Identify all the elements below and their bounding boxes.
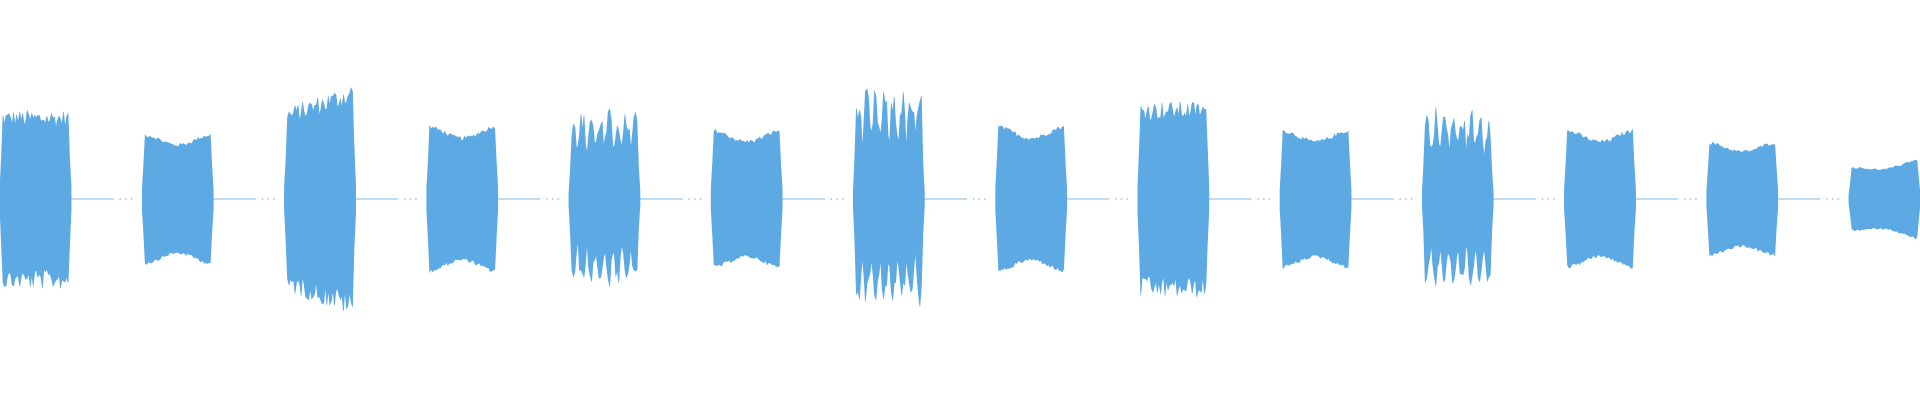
silence-dot bbox=[841, 198, 844, 200]
silence-dot bbox=[1553, 198, 1555, 200]
silence-dot bbox=[1541, 198, 1544, 200]
waveform-segment-14 bbox=[1848, 159, 1920, 240]
silence-dot bbox=[273, 198, 275, 200]
waveform-segment-7 bbox=[853, 88, 925, 307]
silence-dot bbox=[836, 198, 838, 200]
silence-dot bbox=[694, 198, 696, 200]
silence-dot bbox=[557, 198, 560, 200]
silence-dot bbox=[119, 198, 121, 200]
silence-dot bbox=[1126, 198, 1128, 200]
silence-dot bbox=[1120, 198, 1123, 200]
waveform-segment-8 bbox=[995, 125, 1067, 273]
waveform-segment-10 bbox=[1279, 130, 1352, 270]
silence-dot bbox=[409, 198, 412, 200]
silence-dot bbox=[972, 198, 975, 200]
silence-dot bbox=[125, 198, 127, 200]
silence-dot bbox=[699, 198, 702, 200]
silence-dot bbox=[1405, 198, 1407, 200]
silence-dot bbox=[1683, 198, 1686, 200]
silence-dot bbox=[1826, 198, 1828, 200]
silence-dot bbox=[551, 198, 554, 200]
silence-dot bbox=[403, 198, 406, 200]
silence-dot bbox=[688, 198, 690, 200]
silence-dot bbox=[1837, 198, 1840, 200]
silence-dot bbox=[1257, 198, 1259, 200]
waveform-segment-12 bbox=[1564, 128, 1636, 269]
silence-dot bbox=[130, 198, 133, 200]
silence-dot bbox=[1399, 198, 1401, 200]
waveform-segment-9 bbox=[1137, 101, 1210, 298]
silence-dot bbox=[1410, 198, 1413, 200]
silence-dot bbox=[1262, 198, 1265, 200]
silence-dot bbox=[1695, 198, 1697, 200]
silence-dot bbox=[830, 198, 833, 200]
silence-dot bbox=[546, 198, 548, 200]
silence-dot bbox=[1547, 198, 1549, 200]
waveform-segment-3 bbox=[284, 86, 356, 311]
silence-dot bbox=[415, 198, 417, 200]
silence-dot bbox=[1689, 198, 1692, 200]
silence-dot bbox=[1268, 198, 1271, 200]
silence-baseline bbox=[71, 198, 1840, 200]
waveform-segment-1 bbox=[0, 109, 72, 289]
waveform-segment-5 bbox=[568, 108, 641, 287]
silence-dot bbox=[984, 198, 986, 200]
waveform-segment-11 bbox=[1421, 107, 1494, 286]
silence-dot bbox=[1831, 198, 1834, 200]
silence-dot bbox=[267, 198, 269, 200]
silence-dot bbox=[261, 198, 264, 200]
silence-dot bbox=[1115, 198, 1117, 200]
waveform-segment-2 bbox=[141, 133, 214, 265]
waveform-segment-13 bbox=[1706, 141, 1779, 257]
waveform-segment-4 bbox=[426, 124, 499, 274]
silence-dot bbox=[978, 198, 980, 200]
waveform-segment-6 bbox=[710, 129, 783, 268]
